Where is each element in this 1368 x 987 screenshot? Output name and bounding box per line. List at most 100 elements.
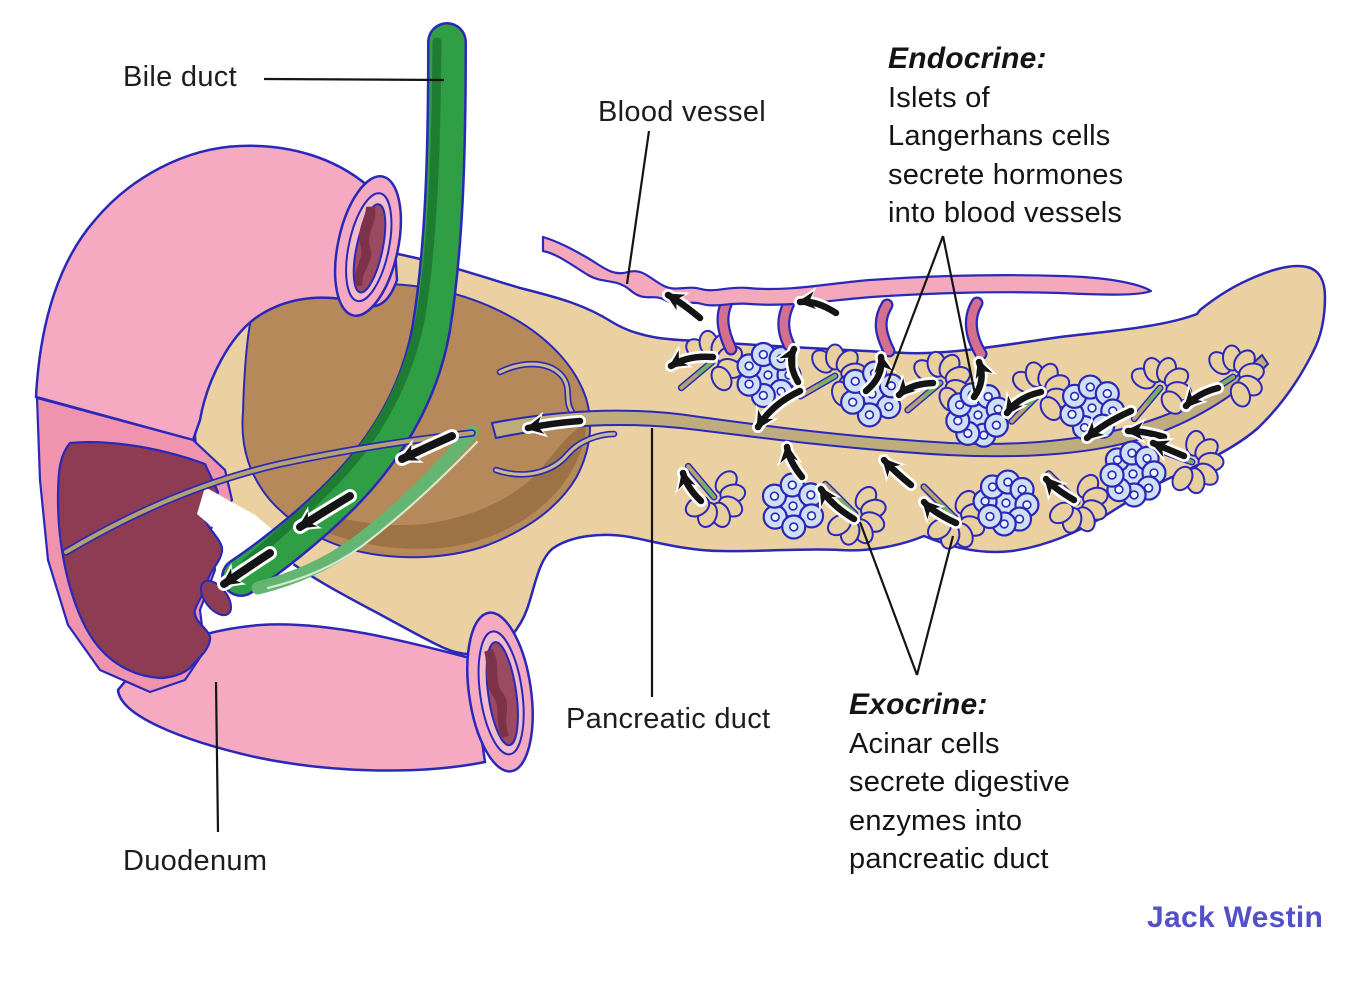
endocrine-line: Langerhans cells [888,120,1111,152]
islet-cell-nucleus [1087,403,1097,413]
islet-cell-nucleus [1069,391,1080,402]
duodenal-papilla [199,579,233,617]
exocrine-title: Exocrine: [849,688,988,721]
blood-vessel-pointer [625,130,651,285]
acinar-duct-stub [1130,384,1164,423]
acinar-duct-stub [677,358,716,392]
islet-cell-nucleus [1003,477,1013,487]
islet-cell-nucleus [1022,500,1032,510]
acinar-cluster [1011,361,1072,422]
islet-cell-nucleus [1017,484,1027,495]
blood-vessel-band [541,235,1153,307]
exocrine-pointer-left [858,521,919,676]
acinar-cell [1039,396,1063,422]
flow-arrow [860,350,897,397]
islet-cell-nucleus [806,490,816,500]
flow-arrow [878,454,917,491]
flow-arrow [752,385,806,433]
islet-cluster [1099,440,1167,508]
bile-duct-pointer [263,77,445,82]
islet-cell-nucleus [1107,470,1117,480]
endocrine-line: secrete hormones [888,158,1124,191]
bile-duct-label: Bile duct [123,61,237,93]
islet-cell-nucleus [1001,498,1011,508]
flow-arrow [815,483,860,525]
islet-cell-nucleus [1129,490,1139,500]
duodenum-cut-face-top [333,175,403,317]
flow-arrow [395,429,459,466]
label-pointer-lines [214,77,978,833]
islet-cell-nucleus [776,353,786,364]
duodenum-cut-face-bottom [466,611,534,773]
flow-arrow [1121,418,1170,445]
endocrine-line: Islets of [888,81,990,114]
islet-cell-nucleus [991,420,1002,430]
flow-arrow [1040,473,1080,506]
islet-cell-nucleus [1114,484,1124,495]
islet-cell-nucleus [953,416,963,426]
duodenum-pointer [214,681,220,833]
islet-cell-nucleus [744,379,754,389]
exocrine-pointer-right [915,535,955,676]
islet-cell-nucleus [884,401,894,412]
islet-cell-nucleus [954,400,965,410]
islet-cell-nucleus [787,480,797,490]
islet-cell-nucleus [850,376,860,387]
islet-cell-nucleus [1014,514,1025,524]
flow-arrow [776,440,808,483]
flow-arrow [1001,386,1047,419]
blood-vessel-label: Blood vessel [598,96,767,128]
islet-cell-nucleus [985,511,995,522]
secretion-flow-arrows [217,286,1224,591]
endocrine-annotation: Endocrine: Islets of Langerhans cells se… [888,40,1123,233]
flow-arrow [774,342,804,388]
acinar-cell [1229,381,1252,408]
exocrine-line: Acinar cells [849,727,1000,760]
acinar-cluster [1171,429,1225,495]
islet-cell-nucleus [847,397,858,407]
endocrine-pointer-left [884,235,945,388]
acinar-cell [710,365,733,392]
islet-cell-nucleus [770,512,780,522]
pancreas-head-shadow [300,424,586,549]
islet-cell-nucleus [1128,469,1138,479]
duodenum-label: Duodenum [123,845,268,877]
acinar-cluster [684,470,747,528]
endocrine-pointer-right [941,235,978,400]
islet-cell-nucleus [769,491,780,501]
attribution-logo: Jack Westin [1147,901,1324,934]
islet-cell-nucleus [744,361,754,371]
duodenum-upper-arm [34,144,403,694]
flow-arrow [675,466,707,507]
exocrine-line: pancreatic duct [849,843,1049,875]
islet-cell-nucleus [1085,382,1095,392]
islet-cell-nucleus [1127,448,1137,458]
pancreatic-duct-label: Pancreatic duct [566,703,771,735]
acinar-cluster [826,485,887,546]
islet-cell-nucleus [1143,483,1154,493]
islet-cell-nucleus [987,482,998,492]
flow-arrow [893,373,939,401]
islet-cell-nucleus [1067,409,1077,420]
islet-cell-nucleus [806,511,817,521]
islet-cell-nucleus [864,410,875,420]
islet-cell-nucleus [973,410,983,420]
acinar-duct-stub [796,372,839,400]
islet-cell-nucleus [963,428,973,439]
duodenum-lower-arm [116,623,487,772]
islet-cell-nucleus [758,349,769,360]
islet-cluster [972,469,1040,537]
exocrine-line: secrete digestive [849,766,1071,798]
islet-cell-nucleus [1102,388,1112,399]
duodenum-wall [34,144,399,442]
flow-arrow [661,289,706,324]
endocrine-line: into blood vessels [888,197,1123,229]
acinar-cell [1048,501,1074,525]
islet-cell-nucleus [983,391,993,402]
islet-cell-nucleus [993,404,1003,414]
flow-arrow [293,489,357,534]
acinar-cell [1160,390,1184,415]
flow-arrow [665,345,719,372]
